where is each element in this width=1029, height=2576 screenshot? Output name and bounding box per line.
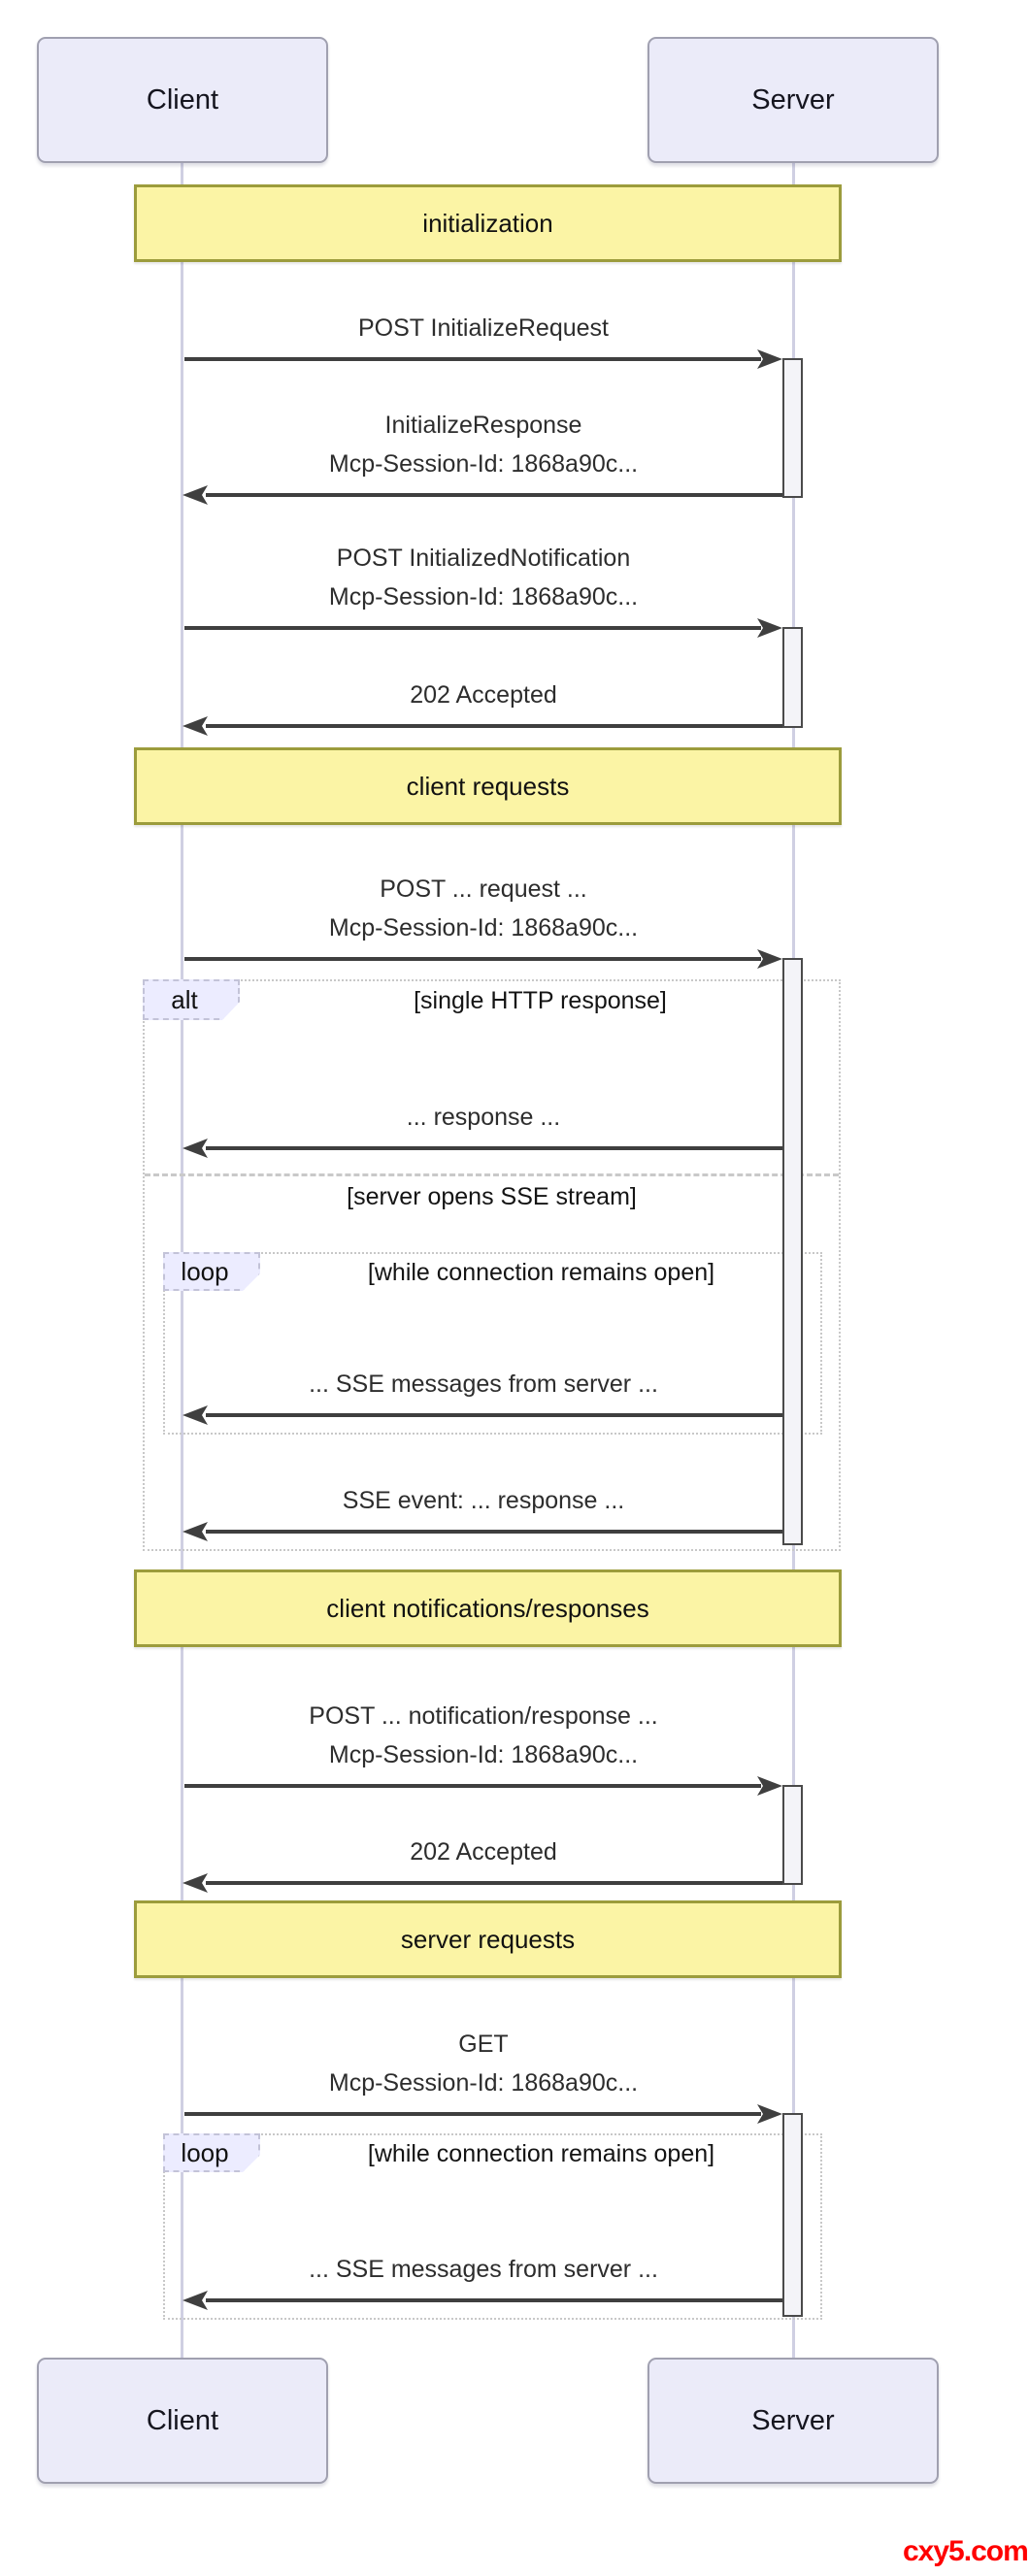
section-band-server-requests: server requests bbox=[134, 1900, 842, 1978]
loop-tab-label: loop bbox=[181, 2137, 229, 2167]
message-label: 202 Accepted bbox=[410, 681, 557, 709]
alt-divider-label: [server opens SSE stream] bbox=[347, 1182, 637, 1210]
actor-box-client-top: Client bbox=[37, 37, 328, 163]
loop-condition-label: [while connection remains open] bbox=[367, 2139, 715, 2167]
message-arrow-right bbox=[184, 2112, 761, 2116]
actor-box-client-bottom: Client bbox=[37, 2358, 328, 2484]
message-arrow-left bbox=[206, 1881, 782, 1885]
activation-bar bbox=[782, 627, 803, 728]
alt-frame-tab: alt bbox=[143, 979, 240, 1020]
activation-bar bbox=[782, 1785, 803, 1885]
loop-frame-get bbox=[163, 2133, 822, 2320]
actor-label-client: Client bbox=[146, 83, 219, 116]
arrowhead-right-icon bbox=[757, 949, 782, 969]
message-arrow-left bbox=[206, 2298, 782, 2302]
loop-tab-label: loop bbox=[181, 1256, 229, 1286]
arrowhead-left-icon bbox=[183, 2291, 208, 2310]
section-band-client-requests: client requests bbox=[134, 747, 842, 825]
arrowhead-right-icon bbox=[757, 349, 782, 369]
message-label: POST InitializeRequest bbox=[358, 314, 609, 342]
alt-frame bbox=[143, 979, 841, 1551]
band-label: server requests bbox=[400, 1924, 576, 1954]
section-band-client-notifications: client notifications/responses bbox=[134, 1569, 842, 1647]
message-arrow-right bbox=[184, 626, 761, 630]
arrowhead-left-icon bbox=[183, 716, 208, 736]
message-arrow-right bbox=[184, 957, 761, 961]
message-arrow-left bbox=[206, 1413, 782, 1417]
actor-label-client: Client bbox=[146, 2404, 219, 2436]
band-label: client notifications/responses bbox=[326, 1593, 649, 1623]
message-label: ... SSE messages from server ... bbox=[309, 2256, 658, 2283]
message-label: 202 Accepted bbox=[410, 1838, 557, 1866]
alt-condition-label: [single HTTP response] bbox=[414, 986, 667, 1014]
arrowhead-right-icon bbox=[757, 1776, 782, 1796]
section-band-initialization: initialization bbox=[134, 184, 842, 262]
arrowhead-right-icon bbox=[757, 2104, 782, 2124]
arrowhead-left-icon bbox=[183, 1139, 208, 1158]
arrowhead-left-icon bbox=[183, 485, 208, 505]
alt-frame-divider bbox=[145, 1173, 839, 1176]
loop-frame-sse bbox=[163, 1252, 822, 1435]
band-label: client requests bbox=[406, 771, 570, 801]
message-label: ... response ... bbox=[406, 1104, 561, 1131]
actor-label-server: Server bbox=[751, 83, 835, 116]
loop-frame-tab: loop bbox=[163, 1252, 260, 1291]
alt-tab-label: alt bbox=[171, 984, 198, 1014]
message-arrow-right bbox=[184, 357, 761, 361]
message-arrow-left bbox=[206, 1146, 782, 1150]
message-arrow-left bbox=[206, 493, 782, 497]
message-arrow-left bbox=[206, 724, 782, 728]
actor-box-server-top: Server bbox=[647, 37, 939, 163]
message-label: SSE event: ... response ... bbox=[342, 1487, 625, 1514]
message-label: POST ... notification/response ...Mcp-Se… bbox=[309, 1702, 658, 1768]
message-label: POST ... request ...Mcp-Session-Id: 1868… bbox=[328, 875, 639, 941]
loop-frame-tab: loop bbox=[163, 2133, 260, 2172]
activation-bar bbox=[782, 2113, 803, 2317]
arrowhead-left-icon bbox=[183, 1873, 208, 1893]
message-arrow-left bbox=[206, 1530, 782, 1534]
message-arrow-right bbox=[184, 1784, 761, 1788]
message-label: ... SSE messages from server ... bbox=[309, 1371, 658, 1398]
arrowhead-left-icon bbox=[183, 1522, 208, 1541]
band-label: initialization bbox=[422, 208, 553, 238]
loop-condition-label: [while connection remains open] bbox=[367, 1258, 715, 1286]
arrowhead-right-icon bbox=[757, 618, 782, 638]
activation-bar bbox=[782, 958, 803, 1545]
actor-box-server-bottom: Server bbox=[647, 2358, 939, 2484]
actor-label-server: Server bbox=[751, 2404, 835, 2436]
arrowhead-left-icon bbox=[183, 1405, 208, 1425]
watermark: cxy5.com bbox=[903, 2535, 1029, 2567]
activation-bar bbox=[782, 358, 803, 498]
